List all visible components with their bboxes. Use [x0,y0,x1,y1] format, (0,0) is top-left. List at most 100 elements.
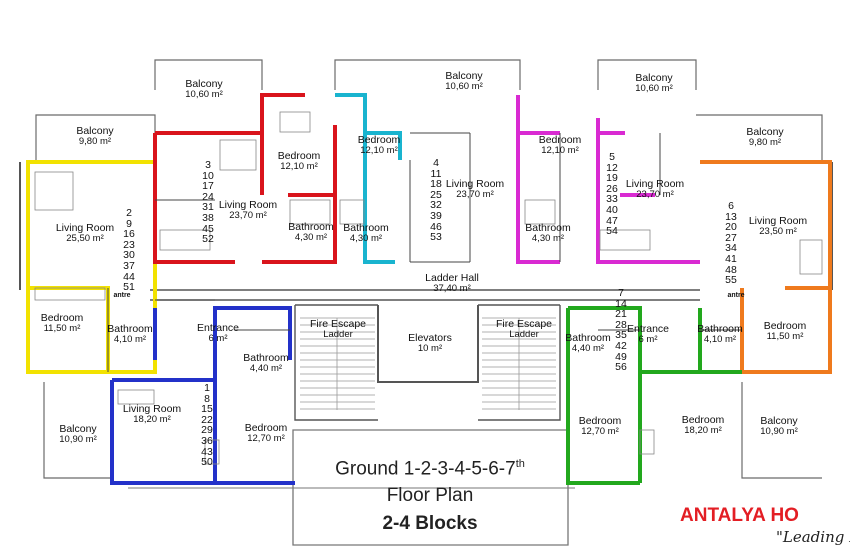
room-name: Bedroom [538,134,582,146]
unit-number: 24 [202,190,214,203]
unit-number: 29 [201,424,213,437]
room-area: 37,40 m² [433,283,471,295]
room-area: 4,30 m² [294,232,328,244]
unit-number: 36 [201,434,213,447]
room-area: 9,80 m² [78,136,112,148]
unit-wall-magenta [516,95,560,264]
room-area: 10,90 m² [59,434,97,446]
unit-number: 55 [725,274,737,287]
unit-number: 35 [615,329,627,342]
room-name: Bathroom [288,221,334,233]
unit-number: 40 [606,203,618,216]
unit-wall-blue [110,306,295,485]
plan-title: Ground 1-2-3-4-5-6-7th Floor Plan 2-4 Bl… [310,458,550,535]
room-area: 9,80 m² [748,137,782,149]
unit-number: 44 [123,270,135,283]
room-name: Balcony [746,126,784,138]
unit-number: 17 [202,180,214,193]
unit-number: 42 [615,339,627,352]
entrance-marker: antre [113,292,131,299]
room-area: 23,70 m² [636,189,674,201]
room-name: Balcony [59,423,97,435]
unit-number: 3 [205,159,211,171]
unit-number: 20 [725,221,737,234]
unit-number: 28 [615,318,627,331]
unit-number: 41 [725,252,737,265]
unit-number: 56 [615,361,627,374]
title-floors: Ground 1-2-3-4-5-6-7th [335,458,525,480]
room-name: Bathroom [243,352,289,364]
room-area: 10,60 m² [185,89,223,101]
room-name: Bathroom [525,222,571,234]
kitchen-sketch [599,229,651,251]
counter-sketch [204,439,220,465]
room-area: 12,70 m² [581,426,619,438]
room-area: 11,50 m² [766,331,804,343]
entrance-marker: antre [727,292,745,299]
unit-number: 47 [606,214,618,227]
kitchen-sketch [159,229,211,251]
room-area: 4,30 m² [531,233,565,245]
room-area: 12,10 m² [541,145,579,157]
unit-number: 2 [126,207,132,219]
unit-number: 30 [123,249,135,262]
unit-wall-red [153,93,337,264]
room-area: 23,50 m² [759,226,797,238]
room-area: 12,70 m² [247,433,285,445]
room-area: 4,40 m² [571,343,605,355]
room-name: Living Room [625,178,685,190]
unit-number: 49 [615,350,627,363]
unit-number: 21 [615,308,627,321]
room-name: Living Room [445,178,505,190]
unit-number: 15 [201,403,213,416]
room-name: Bedroom [244,422,288,434]
room-name: Elevators [408,332,452,344]
room-name: Bedroom [578,415,622,427]
unit-number: 45 [202,222,214,235]
room-area: 25,50 m² [66,233,104,245]
unit-number: 1 [204,382,210,394]
unit-number: 9 [126,217,132,230]
unit-number: 25 [430,188,442,201]
room-area: 4,30 m² [349,233,383,245]
unit-number: 52 [202,233,214,246]
unit-number: 11 [430,167,442,180]
wardrobe-sketch [34,287,106,301]
sofa-sketch [34,171,74,211]
room-area: 10 m² [417,343,443,355]
room-name: Living Room [218,199,278,211]
room-name: Bedroom [40,312,84,324]
room-area: 18,20 m² [133,414,171,426]
unit-number: 31 [202,201,214,214]
room-name: Ladder Hall [425,272,479,284]
brand-slogan: "Leading Rea [776,528,850,546]
room-name: Living Room [55,222,115,234]
room-area: 12,10 m² [360,145,398,157]
unit-number: 16 [123,228,135,241]
unit-number: 5 [609,151,615,163]
unit-number: 6 [728,200,734,212]
unit-number: 46 [430,220,442,233]
room-name: Fire Escape [309,318,367,330]
